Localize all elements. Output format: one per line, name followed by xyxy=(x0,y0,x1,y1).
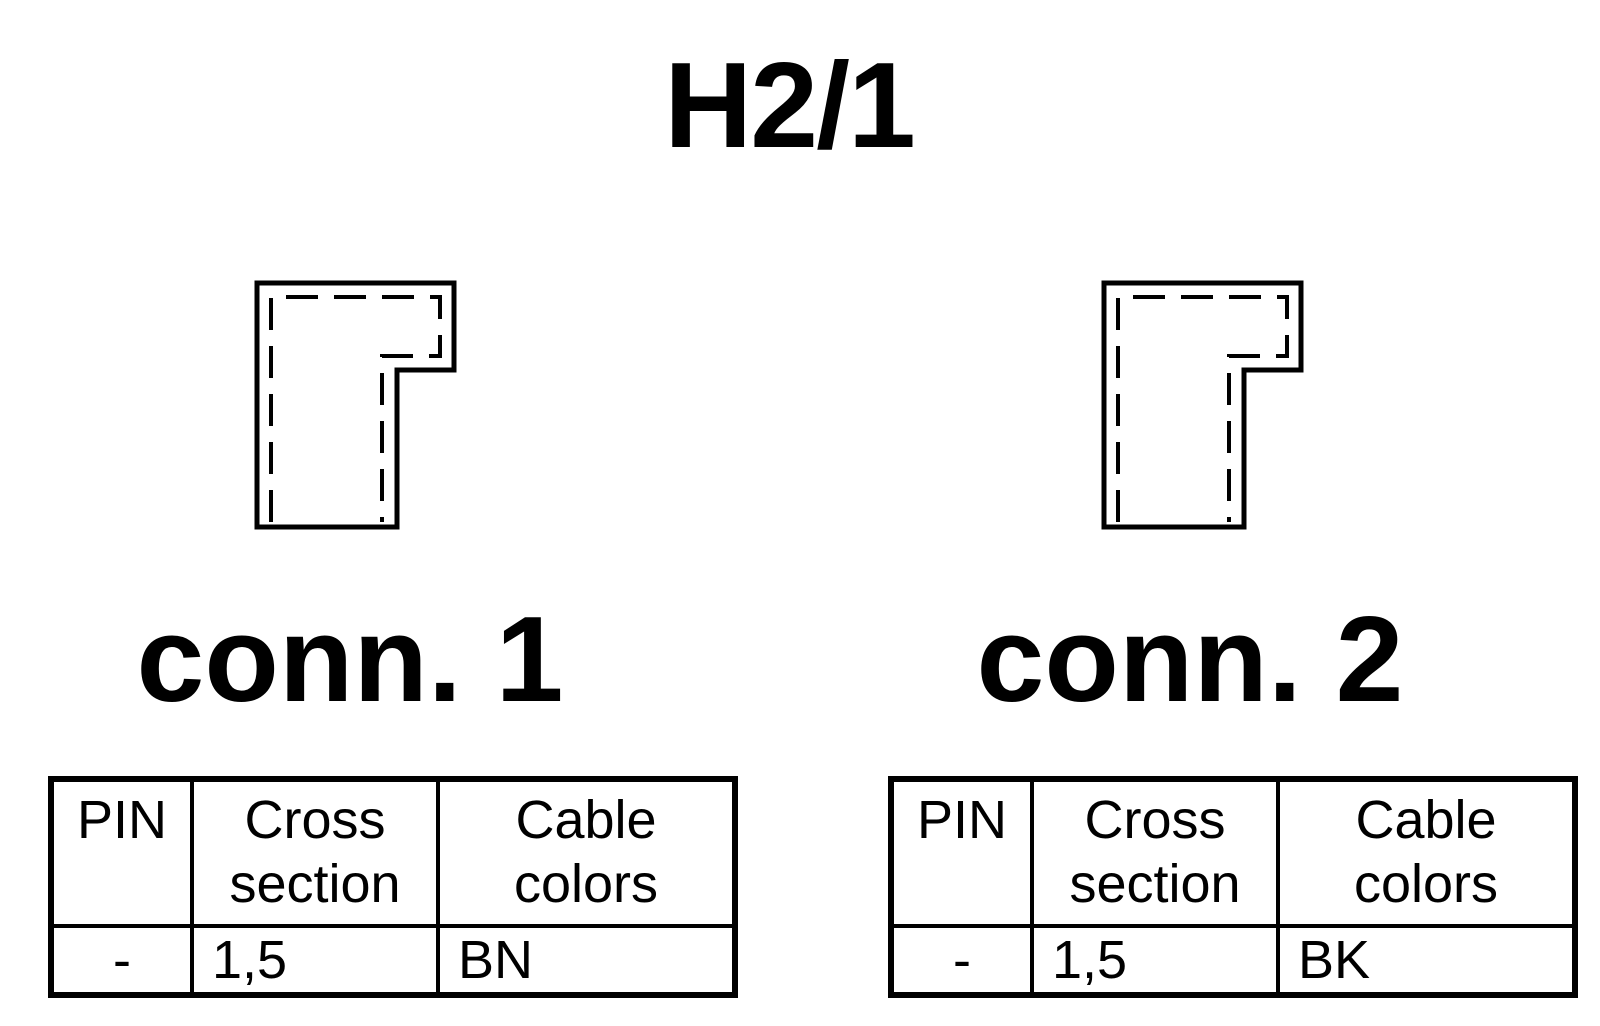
connector-2-shape xyxy=(1101,280,1304,530)
connector-1-outline xyxy=(254,280,457,530)
connector-2-outline xyxy=(1101,280,1304,530)
cell-cable-color: BN xyxy=(436,924,737,997)
header-cable-colors: Cable colors xyxy=(1276,777,1577,928)
connector-2-dashed-inner xyxy=(1116,295,1289,522)
header-pin: PIN xyxy=(49,777,194,928)
header-cross-section: Cross section xyxy=(190,777,440,928)
cell-cable-color: BK xyxy=(1276,924,1577,997)
header-pin: PIN xyxy=(889,777,1034,928)
connector-1-shape xyxy=(254,280,457,530)
diagram-title: H2/1 xyxy=(664,37,916,173)
cell-cross-section: 1,5 xyxy=(1030,924,1280,997)
connector-1-table: PIN Cross section Cable colors - 1,5 BN xyxy=(48,776,738,998)
connector-2-table: PIN Cross section Cable colors - 1,5 BK xyxy=(888,776,1578,998)
table-header-row: PIN Cross section Cable colors xyxy=(889,777,1577,928)
header-cable-colors: Cable colors xyxy=(436,777,737,928)
cell-pin: - xyxy=(889,924,1034,997)
cell-pin: - xyxy=(49,924,194,997)
table-header-row: PIN Cross section Cable colors xyxy=(49,777,737,928)
connector-1-label: conn. 1 xyxy=(136,591,564,727)
table-row: - 1,5 BK xyxy=(889,924,1577,997)
connector-2-label: conn. 2 xyxy=(976,591,1404,727)
header-cross-section: Cross section xyxy=(1030,777,1280,928)
table-row: - 1,5 BN xyxy=(49,924,737,997)
cell-cross-section: 1,5 xyxy=(190,924,440,997)
connector-1-dashed-inner xyxy=(269,295,442,522)
